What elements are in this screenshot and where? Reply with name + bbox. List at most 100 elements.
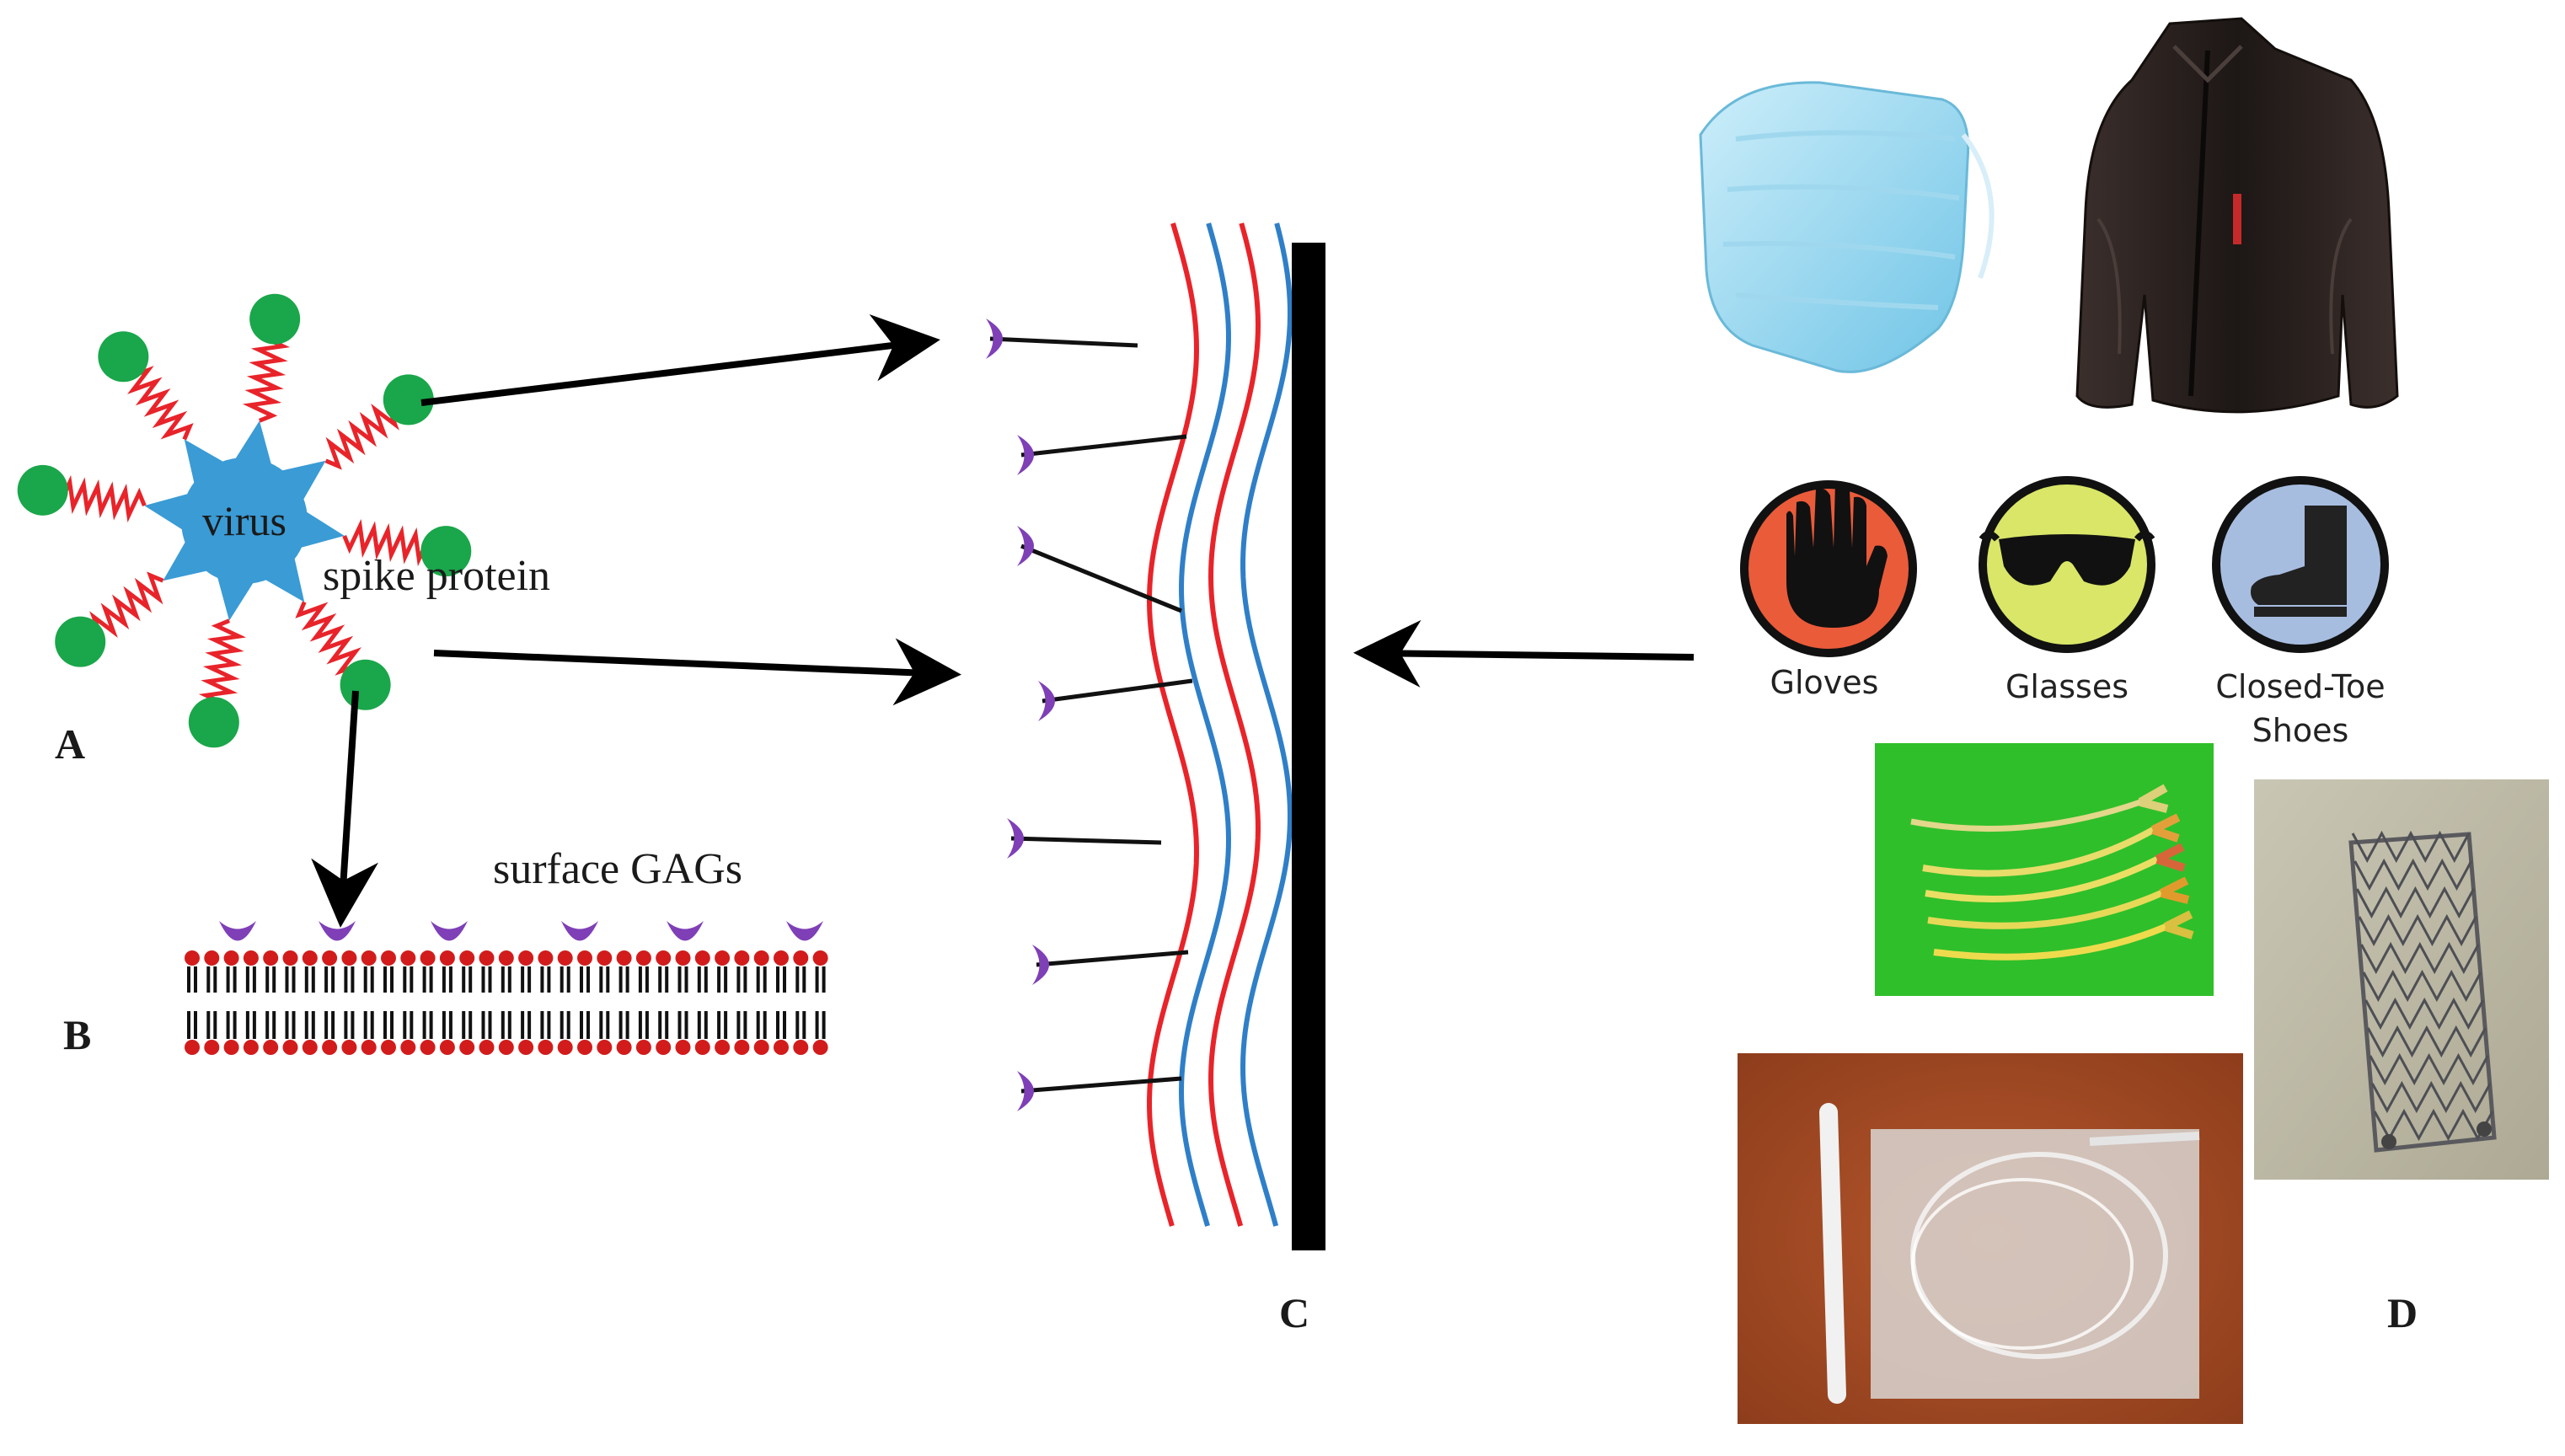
lipid-head-bottom: [341, 1040, 357, 1055]
panel-label-a: A: [55, 720, 85, 768]
panel-label-b: B: [63, 1011, 91, 1058]
gloves-icon-badge: Gloves: [1740, 480, 1917, 701]
lipid-head-top: [538, 950, 554, 966]
lipid-head-top: [715, 950, 731, 966]
lipid-head-top: [597, 950, 613, 966]
gag-receptor: [561, 921, 598, 941]
tethered-receptor: [1017, 526, 1034, 566]
lipid-head-top: [753, 950, 769, 966]
lipid-head-top: [243, 950, 259, 966]
lipid-head-bottom: [774, 1040, 789, 1055]
stent-strut: [2371, 1080, 2492, 1114]
lipid-head-bottom: [420, 1040, 436, 1055]
lipid-head-top: [656, 950, 672, 966]
cell-membrane: surface GAGs: [185, 845, 828, 1055]
spike-head: [98, 331, 149, 383]
gag-receptor: [667, 921, 704, 941]
stent-strut: [2351, 830, 2471, 864]
arrow-devices-to-surface: [1353, 619, 1695, 688]
lipid-head-bottom: [223, 1040, 239, 1055]
lipid-head-top: [185, 950, 200, 966]
lipid-bilayer: [185, 950, 828, 1055]
tethered-receptor: [1007, 818, 1024, 859]
tether-line: [1020, 434, 1187, 458]
spike-linker: [57, 474, 147, 523]
lipid-head-bottom: [381, 1040, 396, 1055]
lipid-head-bottom: [400, 1040, 416, 1055]
lipid-head-top: [439, 950, 455, 966]
lipid-head-top: [322, 950, 338, 966]
stent-strut: [2364, 997, 2485, 1030]
lipid-head-top: [498, 950, 514, 966]
tethered-receptor: [1032, 945, 1049, 985]
catheters-photo: [1875, 743, 2214, 996]
polymer-fiber: [1240, 222, 1293, 1227]
lipid-head-top: [675, 950, 691, 966]
tether-line: [1020, 543, 1182, 613]
lipid-head-top: [577, 950, 592, 966]
virus-spikes: [17, 293, 472, 748]
lipid-head-top: [400, 950, 416, 966]
lipid-head-top: [223, 950, 239, 966]
spike-linker: [295, 601, 365, 676]
spike-linker: [124, 366, 194, 441]
lipid-head-bottom: [793, 1040, 809, 1055]
lipid-head-bottom: [243, 1040, 259, 1055]
virus-body: [181, 458, 308, 584]
lipid-head-bottom: [498, 1040, 514, 1055]
tethered-receptor: [1038, 681, 1055, 721]
tether-line: [1036, 950, 1189, 967]
lipid-head-top: [263, 950, 279, 966]
spike-triangle: [234, 420, 272, 466]
gloves-label: Gloves: [1770, 664, 1879, 701]
lipid-head-bottom: [459, 1040, 475, 1055]
lipid-head-top: [616, 950, 632, 966]
lipid-head-bottom: [439, 1040, 455, 1055]
spike-linker: [324, 400, 399, 470]
lipid-head-bottom: [694, 1040, 710, 1055]
spike-head: [188, 697, 239, 748]
tethered-receptor: [986, 318, 1003, 359]
spike-linker: [342, 518, 431, 567]
glasses-label: Glasses: [2005, 668, 2129, 705]
spike-triangle: [264, 557, 305, 602]
spike-head: [249, 293, 301, 345]
lipid-head-top: [734, 950, 750, 966]
tubing-photo: [1738, 1053, 2243, 1424]
lipid-head-bottom: [715, 1040, 731, 1055]
virus-diagram: virus spike protein: [17, 293, 550, 748]
coated-surface: [986, 222, 1325, 1250]
spike-head: [17, 464, 68, 516]
lipid-head-top: [341, 950, 357, 966]
lipid-head-bottom: [597, 1040, 613, 1055]
stent-strut: [2358, 913, 2477, 947]
polymer-fibers: [1147, 222, 1293, 1227]
tethered-receptor: [1017, 1071, 1034, 1111]
lipid-head-top: [381, 950, 396, 966]
lipid-head-bottom: [577, 1040, 592, 1055]
lipid-head-bottom: [322, 1040, 338, 1055]
lipid-head-bottom: [282, 1040, 298, 1055]
panel-label-c: C: [1279, 1289, 1309, 1336]
stent-strut: [2353, 858, 2473, 891]
spike-linker: [198, 618, 247, 708]
substrate-bar: [1292, 243, 1325, 1250]
lipid-head-top: [282, 950, 298, 966]
tethered-receptors: [986, 318, 1193, 1111]
surgical-mask-photo: [1699, 81, 1995, 373]
gag-receptor: [431, 921, 468, 941]
stent-strut: [2360, 941, 2480, 975]
lipid-head-bottom: [479, 1040, 495, 1055]
virus-body-label: virus: [202, 497, 286, 544]
stent-strut: [2355, 886, 2475, 919]
spike-protein-label: spike protein: [323, 552, 550, 600]
gag-receptor: [786, 921, 823, 941]
stent-strut: [2362, 969, 2482, 1003]
spike-head: [383, 374, 434, 426]
lipid-head-bottom: [538, 1040, 554, 1055]
gag-receptor: [219, 921, 256, 941]
panel-label-d: D: [2387, 1289, 2418, 1336]
closed-toe-label-line2: Shoes: [2252, 712, 2349, 749]
lipid-head-bottom: [812, 1040, 828, 1055]
lipid-head-bottom: [361, 1040, 377, 1055]
